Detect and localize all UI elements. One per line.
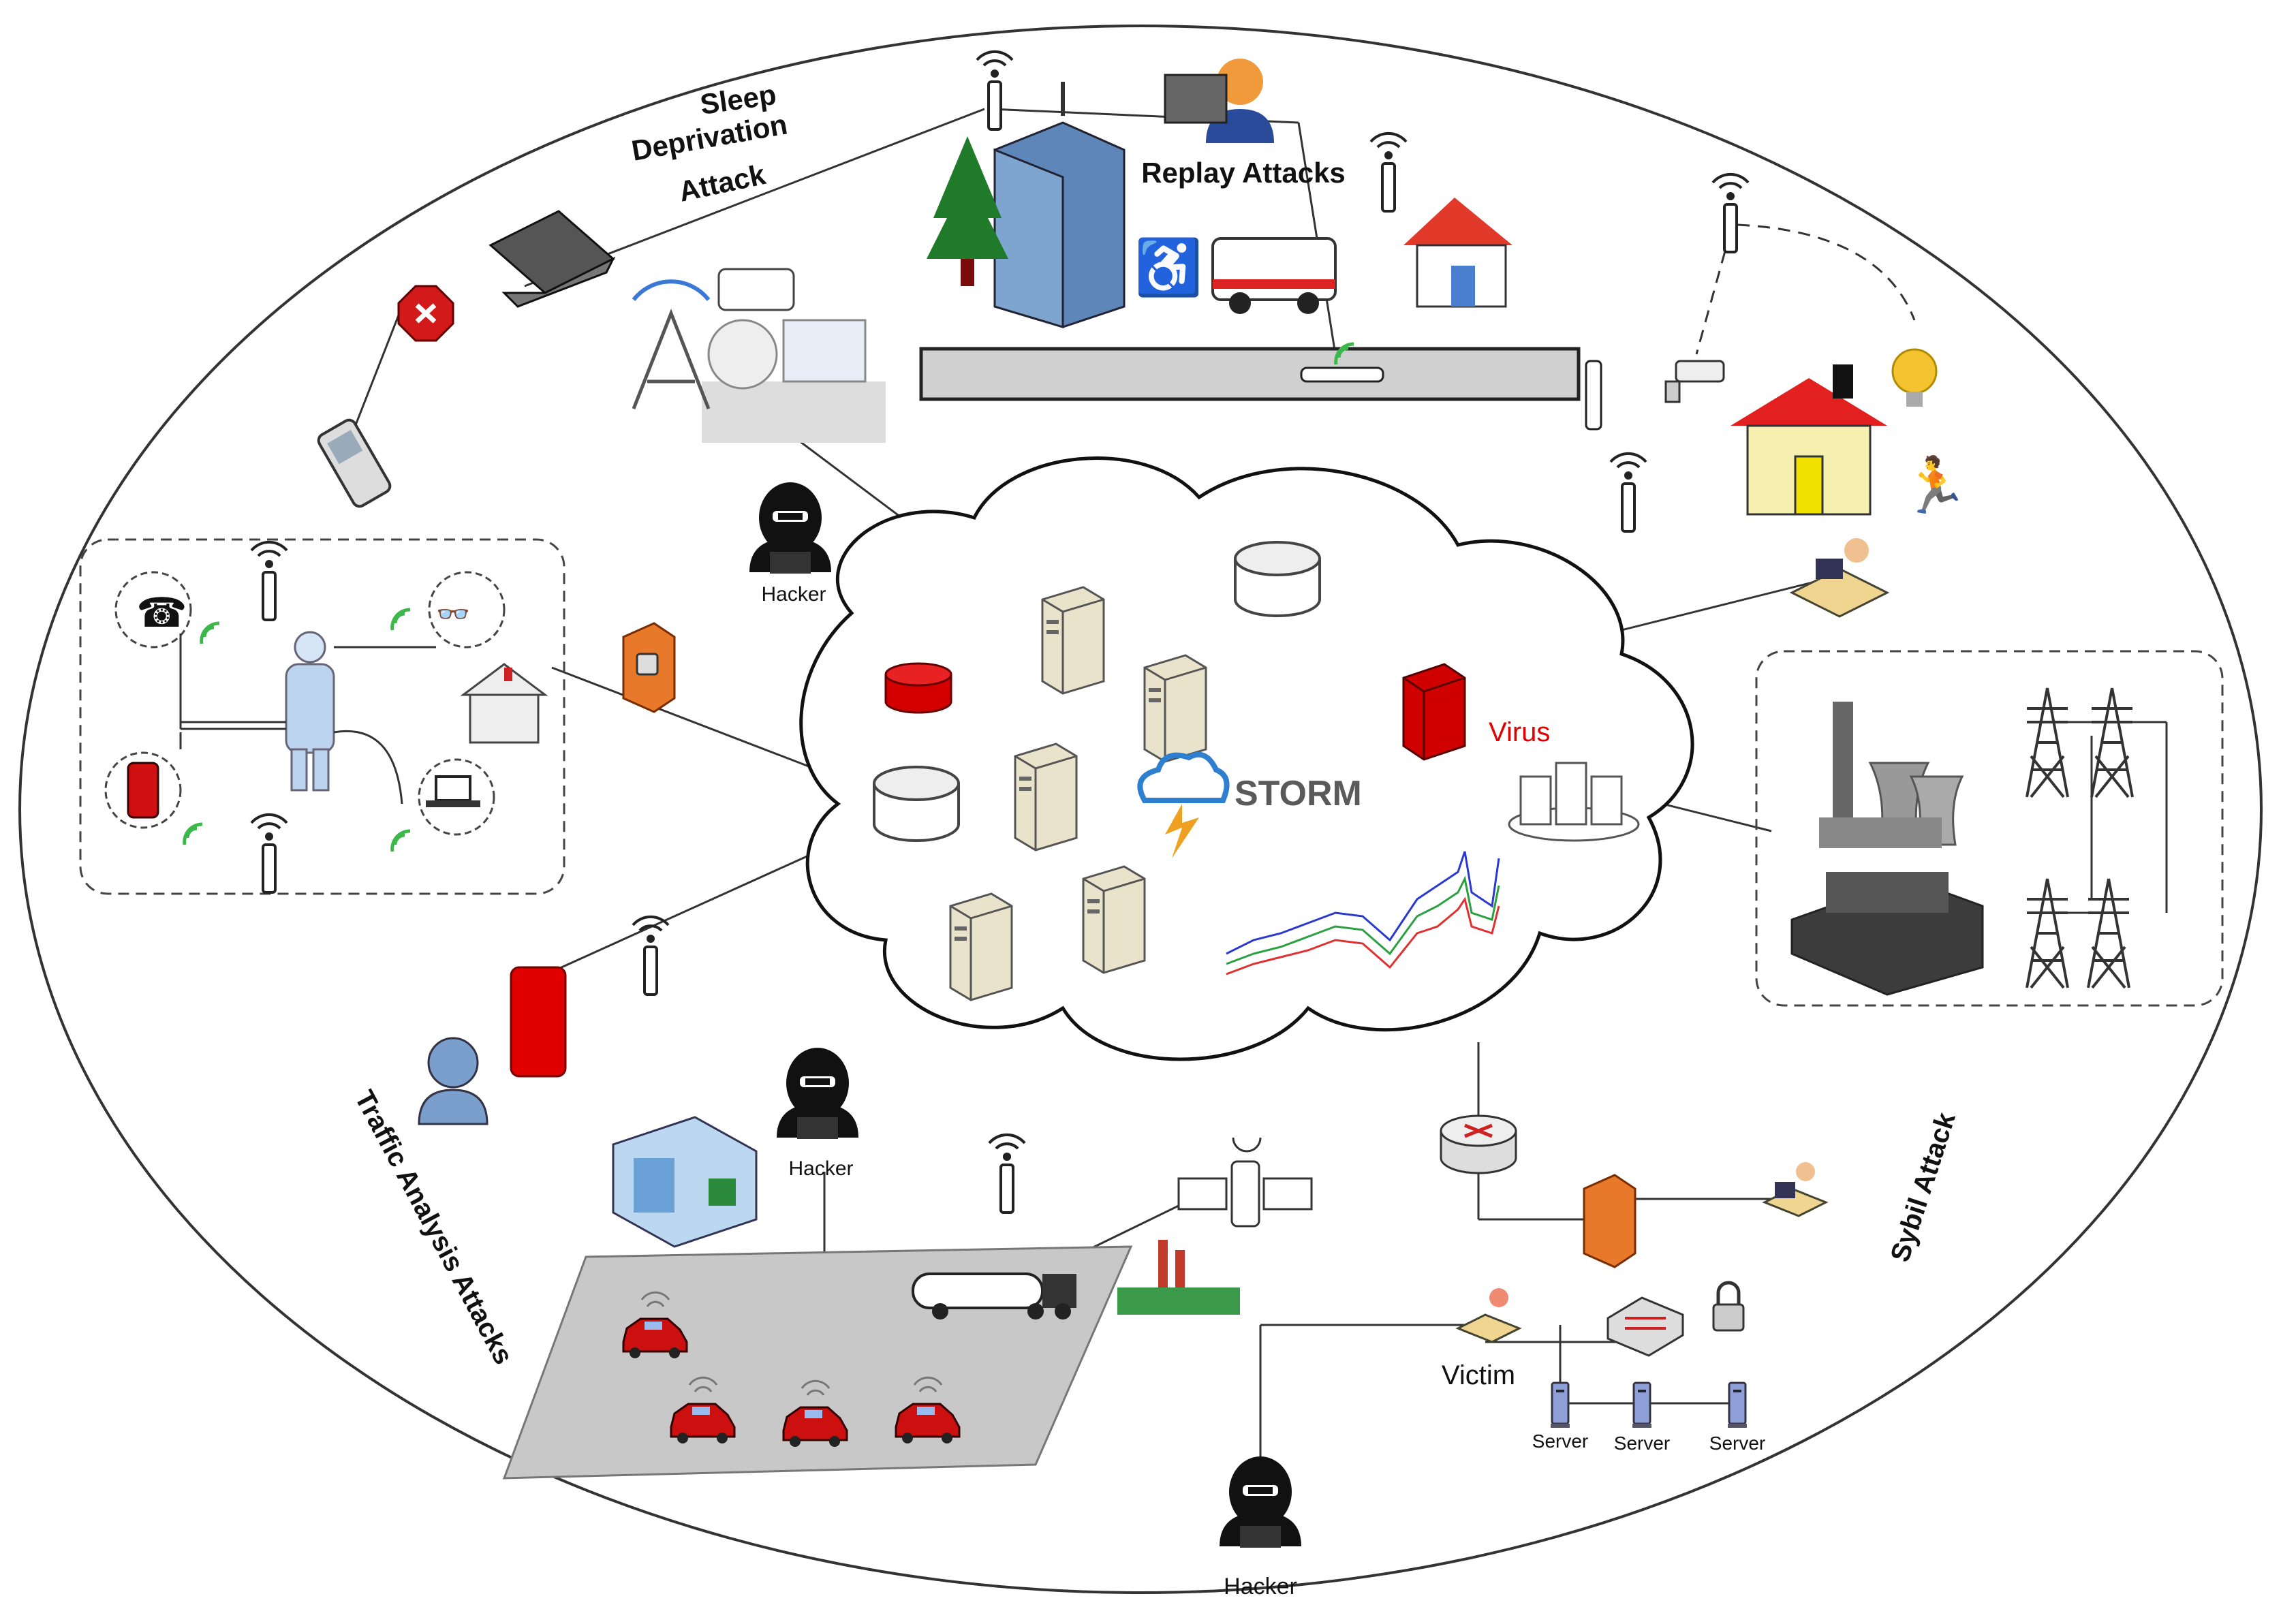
hacker-icon [777, 1048, 858, 1139]
power-lines [2068, 721, 2168, 914]
operator-icon [1164, 59, 1274, 143]
outer-boundary [18, 25, 2263, 1594]
storm-label: STORM [1235, 774, 1362, 813]
server-label: Server [1614, 1433, 1670, 1454]
device-ring [114, 571, 192, 649]
traffic-analysis-label: Traffic Analysis Attacks [349, 1086, 518, 1370]
wifi-tower-icon [250, 813, 288, 894]
ban-lines [179, 634, 436, 805]
satellite-icon [1177, 1137, 1313, 1228]
power-tower-icon [2026, 687, 2069, 798]
wifi-icon [392, 610, 410, 630]
house-yellow-icon [1731, 364, 1887, 516]
truck-icon [912, 1272, 1076, 1320]
virus-server-icon [1402, 663, 1466, 761]
server-icon [949, 892, 1013, 1001]
laptop-icon [488, 210, 616, 308]
power-grid-panel [1755, 650, 2224, 1007]
wifi-icon [185, 824, 202, 845]
server-icon [1014, 743, 1078, 852]
sensor-device-icon [1300, 366, 1384, 383]
database-icon [873, 766, 960, 842]
victim-label: Victim [1442, 1360, 1515, 1390]
device-ring [418, 758, 495, 836]
wifi-tower-icon [632, 915, 670, 996]
wheelchair-icon: ♿ [1134, 236, 1202, 298]
wifi-tower-icon [250, 540, 288, 621]
wifi-icon [202, 623, 219, 644]
storm-cloud [799, 456, 1694, 1061]
device-ring [428, 571, 506, 649]
firewall-icon [622, 622, 676, 713]
server-icon [1549, 1381, 1571, 1429]
sleep-label-line3: Attack [676, 158, 769, 208]
pole-icon [1585, 360, 1602, 431]
red-database-icon [884, 662, 952, 714]
home-icon [460, 663, 548, 744]
server-label: Server [1709, 1433, 1765, 1454]
database-icon [1234, 541, 1321, 617]
stop-sign-icon [397, 285, 454, 342]
server-icon [1726, 1381, 1748, 1429]
replay-attacks-label: Replay Attacks [1141, 157, 1346, 189]
storm-logo-icon [1137, 751, 1230, 858]
phone-icon [317, 418, 392, 508]
road-bar [919, 347, 1581, 401]
firewall-icon [1583, 1174, 1636, 1268]
user-icon [418, 1037, 488, 1125]
server-label: Server [1532, 1431, 1588, 1452]
power-plant-icon [1819, 702, 1964, 848]
ambulance-icon [1211, 237, 1337, 314]
hacker-label: Hacker [788, 1157, 853, 1180]
camera-icon [1664, 360, 1725, 403]
hacker-label: Hacker [761, 583, 826, 606]
device-ring [104, 751, 182, 829]
sybil-attack-label: Sybil Attack [1885, 1108, 1961, 1266]
smartphone-icon [127, 762, 159, 819]
building-icon [993, 82, 1126, 329]
wifi-tower-icon [1609, 452, 1647, 533]
server-icon [1082, 865, 1146, 974]
tree-icon [927, 136, 1008, 286]
substation-icon [1790, 872, 1984, 996]
hacker-icon [749, 482, 831, 574]
stock-chart-lines [1226, 851, 1500, 975]
house-icon [1403, 198, 1512, 308]
hacker-icon [1220, 1456, 1301, 1548]
operator-desk-icon [1789, 538, 1890, 618]
wifi-tower-icon [1369, 131, 1408, 213]
wifi-tower-icon [976, 50, 1014, 131]
smartphone-icon [510, 966, 567, 1078]
glasses-icon: 👓 [436, 599, 470, 629]
server-icon [1631, 1381, 1653, 1429]
hacker-label: Hacker [1224, 1574, 1297, 1599]
power-tower-icon [2087, 877, 2130, 989]
server-icon [1041, 586, 1105, 695]
telemedicine-operator-icon [632, 268, 886, 443]
server-cluster-icon [1508, 762, 1640, 842]
power-tower-icon [2026, 877, 2069, 989]
body-area-network-panel [79, 538, 565, 895]
server-icon [1143, 654, 1207, 763]
wifi-tower-icon [1711, 172, 1750, 253]
virus-label: Virus [1489, 717, 1550, 747]
power-tower-icon [2090, 687, 2134, 798]
wifi-tower-icon [988, 1133, 1026, 1214]
desk-user-icon [1762, 1162, 1829, 1217]
router-icon [1440, 1114, 1517, 1174]
factory-icon [1117, 1240, 1240, 1315]
office-building-icon [612, 1116, 758, 1248]
switch-icon [1607, 1296, 1684, 1357]
bulb-icon [1891, 348, 1938, 407]
wearable-person-icon [285, 631, 335, 792]
victim-desk-icon [1455, 1288, 1522, 1343]
lock-icon [1712, 1281, 1745, 1332]
laptop-icon [426, 775, 480, 807]
running-person-icon: 🏃 [1901, 454, 1969, 516]
wifi-icon [392, 831, 410, 852]
headset-icon: ☎ [136, 590, 187, 636]
